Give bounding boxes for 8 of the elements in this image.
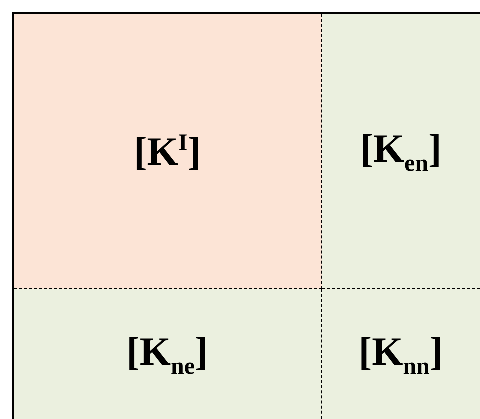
block-label: [K$_{ne}$] (126, 328, 208, 380)
matrix-block (14, 289, 322, 419)
block-label: [K$_{en}$] (360, 124, 442, 178)
matrix-block (14, 14, 322, 289)
block-label: [K$_{nn}$] (358, 328, 444, 380)
matrix-block (322, 14, 480, 289)
matrix-block (322, 289, 480, 419)
block-label: [K$^{I}$] (134, 128, 202, 174)
